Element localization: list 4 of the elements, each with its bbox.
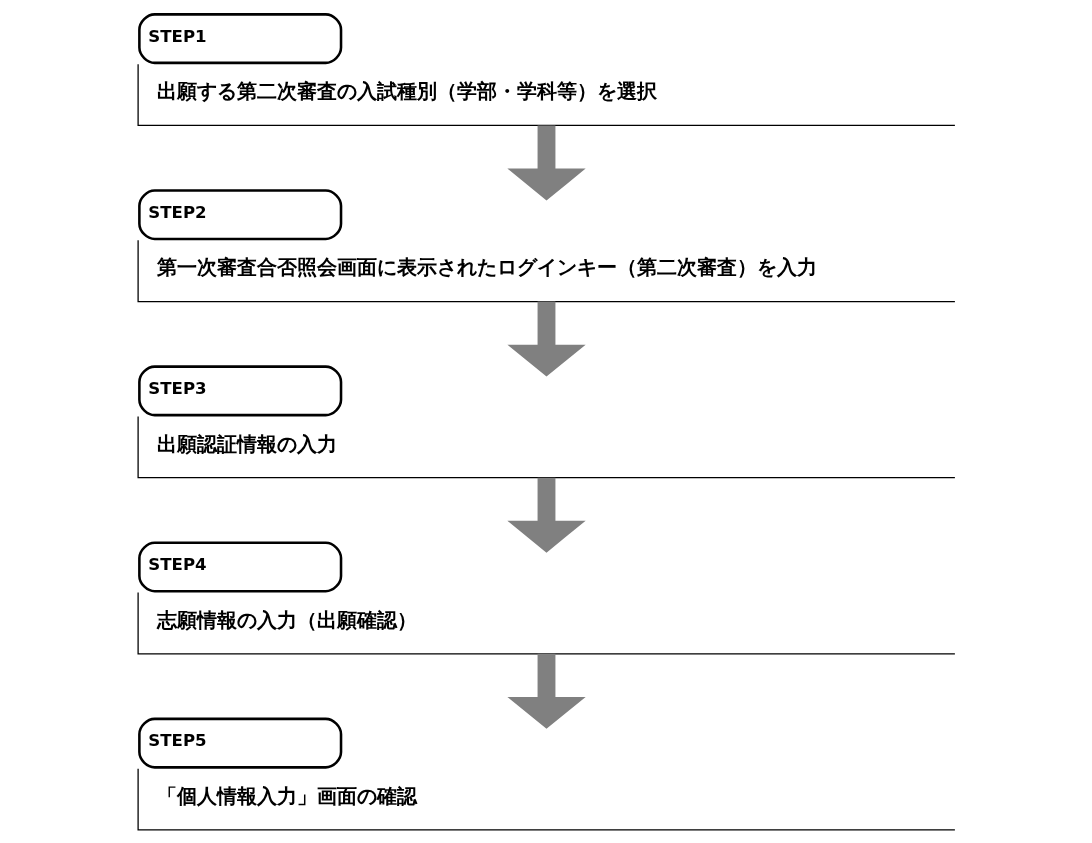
arrow <box>506 653 586 729</box>
arrow <box>506 125 586 201</box>
arrow <box>506 301 586 377</box>
arrow <box>506 477 586 553</box>
